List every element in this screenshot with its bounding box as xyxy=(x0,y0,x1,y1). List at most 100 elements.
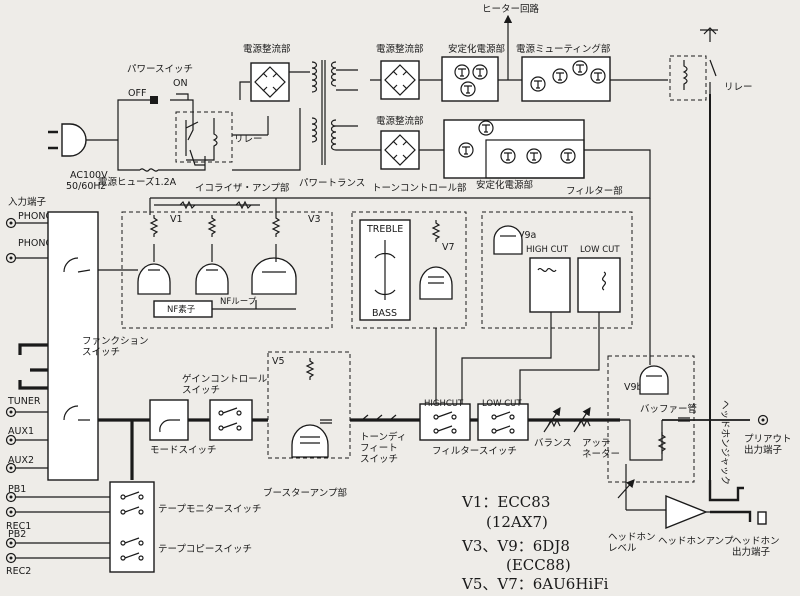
phono2-jack-icon xyxy=(5,252,17,264)
tape-monitor-switch-label: テープモニタースイッチ xyxy=(158,504,261,515)
v1-label: V1 xyxy=(170,214,183,225)
power-switch-off-label: OFF xyxy=(128,88,146,99)
tone-control-label: トーンコントロール部 xyxy=(372,182,467,194)
power-transformer-label: パワートランス xyxy=(299,178,365,189)
phono2-label: PHONO2 xyxy=(18,238,59,249)
function-switch-box xyxy=(47,211,99,481)
relay-left-box xyxy=(175,111,233,163)
aux1-label: AUX1 xyxy=(8,426,34,437)
power-fuse-label: 電源ヒューズ1.2A xyxy=(98,176,177,188)
tube-legend-line-2b: (ECC88) xyxy=(506,556,571,574)
rectifier-1-label: 電源整流部 xyxy=(243,43,291,55)
balance-pot-icon xyxy=(543,407,561,433)
tuner-label: TUNER xyxy=(7,396,41,407)
ac-frequency-label: 50/60Hz xyxy=(66,181,106,192)
headphone-amp-label: ヘッドホンアンプ xyxy=(658,536,734,547)
gain-control-switch-box xyxy=(209,399,253,441)
label-line: スイッチ xyxy=(360,454,398,465)
pb2-label: PB2 xyxy=(8,529,26,540)
rec1-label: REC1 xyxy=(6,521,31,532)
low-cut-filter-box xyxy=(577,257,621,313)
regulated-ps-top-box xyxy=(441,56,499,102)
power-switch-label: パワースイッチ xyxy=(127,64,193,75)
tube-legend-line-2a: V3、V9：6DJ8 xyxy=(461,537,570,555)
label-line: ネーター xyxy=(582,449,620,460)
resistor-icon xyxy=(208,214,216,238)
filter-box xyxy=(485,139,585,179)
resistor-icon xyxy=(150,214,158,238)
power-muting-label: 電源ミューティング部 xyxy=(516,43,610,55)
resistor-icon xyxy=(179,200,252,210)
ac-input-label: AC100V xyxy=(70,170,108,181)
headphone-level-label: ヘッドホン レベル xyxy=(608,532,659,554)
gain-control-switch-label: ゲインコントロール スイッチ xyxy=(182,373,270,396)
relay-right-label: リレー xyxy=(724,82,753,93)
equalizer-amp-label: イコライザ・アンプ部 xyxy=(195,182,289,194)
capacitor-icon xyxy=(319,419,333,424)
rectifier-1-bridge-icon xyxy=(250,62,290,102)
v5-tube-icon xyxy=(291,424,329,458)
v9a-label: V9a xyxy=(518,230,536,241)
rectifier-3-label: 電源整流部 xyxy=(376,115,424,127)
nf-element-label: NF素子 xyxy=(167,304,196,315)
input-jacks: PHONO1 PHONO2 TUNER AUX1 AUX2 PB1 REC1 P… xyxy=(5,211,110,577)
rec2-jack-icon xyxy=(5,552,17,564)
booster-amp-box xyxy=(267,351,351,459)
label-line: 出力端子 xyxy=(732,546,771,558)
lowcut-switch-box xyxy=(477,403,529,441)
label-line: スイッチ xyxy=(82,347,120,358)
tone-control-box xyxy=(351,211,467,329)
turnover-switch-label: トーンディ フィートスイッチ xyxy=(360,431,409,465)
tuner-jack-icon xyxy=(5,406,17,418)
function-switch-label: ファンクション スイッチ xyxy=(82,336,152,358)
highcut-switch-box xyxy=(419,403,471,441)
filter-switch-label: フィルタースイッチ xyxy=(432,446,517,457)
ac-plug-icon xyxy=(48,123,118,157)
heater-circuit-label: ヒーター回路 xyxy=(482,3,540,15)
resistor-icon xyxy=(432,219,440,243)
rec1-jack-icon xyxy=(5,506,17,518)
headphone-level-pot-icon xyxy=(617,464,634,510)
attenuator-pot-icon xyxy=(573,407,591,433)
tape-copy-switch-label: テープコピースイッチ xyxy=(158,544,252,555)
regulated-ps-bottom-box xyxy=(443,119,585,179)
resistor-icon xyxy=(272,214,280,238)
tube-legend-line-1a: V1：ECC83 xyxy=(461,493,550,511)
high-cut-filter-box xyxy=(529,257,571,313)
headphone-jack-label: ヘッドホンジャック xyxy=(719,400,730,485)
buffer-section-box xyxy=(607,355,695,483)
rectifier-2-label: 電源整流部 xyxy=(376,43,424,55)
highcut-switch-label: HIGHCUT xyxy=(424,399,464,409)
rectifier-3-bridge-icon xyxy=(380,130,420,170)
power-switch-on-label: ON xyxy=(173,78,188,89)
label-line: 出力端子 xyxy=(744,444,783,456)
rec2-label: REC2 xyxy=(6,566,31,577)
regulated-ps-top-label: 安定化電源部 xyxy=(448,43,505,55)
tube-legend-line-1b: (12AX7) xyxy=(486,513,548,531)
resistor-icon xyxy=(306,357,314,381)
relay-left-label: リレー xyxy=(234,134,263,145)
balance-label: バランス xyxy=(534,438,572,449)
tube-legend: V1：ECC83 (12AX7) V3、V9：6DJ8 (ECC88) V5、V… xyxy=(461,493,609,593)
booster-amp-label: ブースターアンプ部 xyxy=(263,487,347,499)
rectifier-2-bridge-icon xyxy=(380,60,420,100)
attenuator-label: アッテ ネーター xyxy=(582,438,620,460)
power-switch-icon xyxy=(117,93,206,172)
v5-label: V5 xyxy=(272,356,285,367)
headphone-out-label: ヘッドホン 出力端子 xyxy=(732,536,783,558)
lowcut-switch-label: LOW CUT xyxy=(482,399,522,409)
aux2-label: AUX2 xyxy=(8,455,34,466)
power-transformer-icon xyxy=(311,60,337,165)
input-terminals-label: 入力端子 xyxy=(8,196,47,208)
v7-tube-icon xyxy=(419,266,453,300)
v9b-tube-icon xyxy=(639,365,669,395)
equalizer-amp-box xyxy=(121,211,333,329)
tube-legend-line-3a: V5、V7：6AU6HiFi xyxy=(461,575,609,593)
phono1-label: PHONO1 xyxy=(18,211,59,222)
phono1-jack-icon xyxy=(5,217,17,229)
v9b-label: V9b xyxy=(624,382,643,393)
headphone-amp-icon xyxy=(665,494,708,530)
headphone-jack-plug-icon xyxy=(757,511,767,525)
bass-label: BASS xyxy=(372,308,397,319)
